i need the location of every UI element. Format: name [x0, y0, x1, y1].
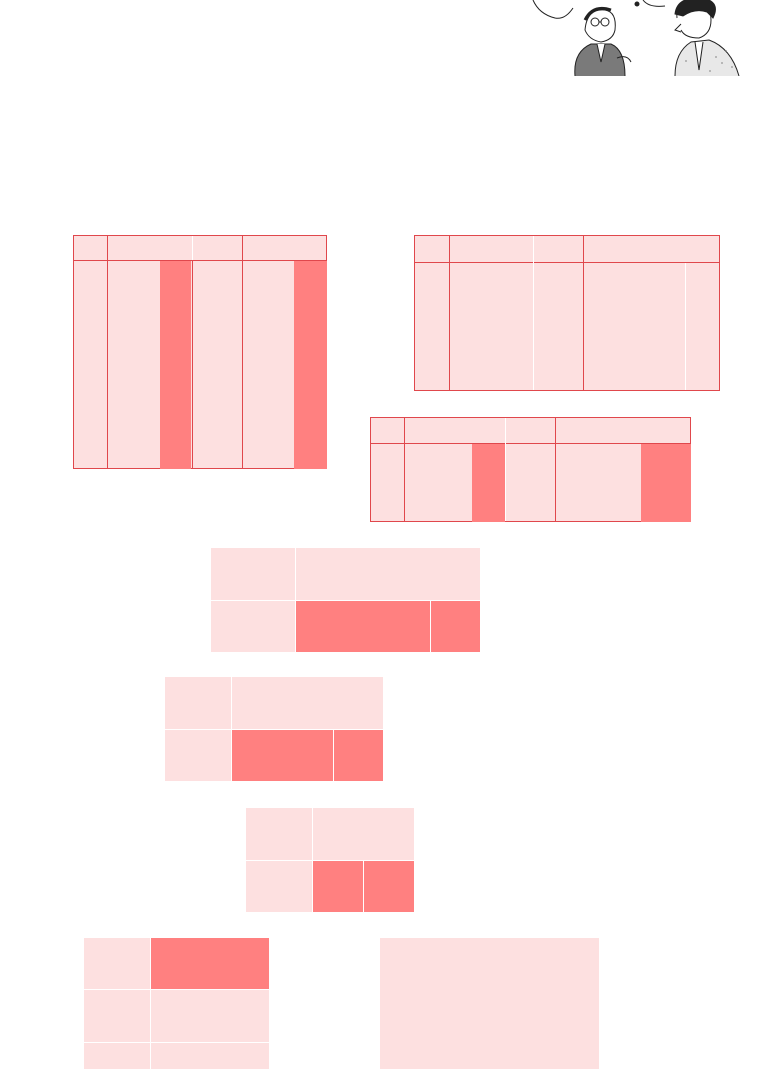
grid-4-highlight-cell: [151, 938, 269, 989]
table-3-column-divider: [555, 418, 556, 521]
table-2-column-divider: [685, 263, 686, 390]
table-1-header-divider: [74, 260, 326, 261]
grid-1-column-divider: [430, 601, 431, 652]
two-businessmen-talking-illustration: [532, 0, 740, 76]
grid-4-row-divider: [84, 989, 269, 990]
grid-2-row-divider: [165, 729, 383, 730]
table-1-highlight-column: [294, 261, 327, 469]
grid-2-column-divider: [231, 677, 232, 781]
table-3-column-divider: [505, 418, 506, 521]
grid-1-column-divider: [295, 548, 296, 652]
grid-1-highlight-cell: [296, 601, 480, 652]
table-1-column-divider: [242, 236, 243, 468]
blank-box: [380, 938, 599, 1069]
grid-1-row-divider: [211, 600, 480, 601]
grid-2: [165, 677, 383, 781]
grid-2-column-divider: [333, 730, 334, 781]
table-3-highlight-column: [472, 444, 505, 522]
table-1-column-divider: [107, 236, 108, 468]
grid-4-row-divider: [84, 1042, 269, 1043]
table-2-column-divider: [449, 236, 450, 390]
table-1-column-divider: [192, 236, 193, 468]
table-1: [73, 235, 327, 469]
table-1-header-divider-v: [242, 236, 243, 260]
table-3-highlight-column: [641, 444, 691, 522]
grid-3: [246, 808, 414, 912]
grid-2-highlight-cell: [232, 730, 383, 781]
table-2-column-divider: [533, 236, 534, 390]
grid-3-column-divider: [312, 808, 313, 912]
grid-4: [84, 938, 269, 1069]
table-2-header-divider: [415, 262, 719, 263]
table-2-column-divider: [583, 236, 584, 390]
grid-3-column-divider: [363, 861, 364, 912]
table-3-column-divider: [404, 418, 405, 521]
grid-4-column-divider: [150, 938, 151, 1069]
table-2: [414, 235, 720, 391]
table-1-gap: [192, 236, 193, 260]
grid-3-row-divider: [246, 860, 414, 861]
table-1-highlight-column: [160, 261, 191, 469]
table-3-header-divider: [371, 443, 690, 444]
table-3: [370, 417, 691, 522]
grid-1: [211, 548, 480, 652]
